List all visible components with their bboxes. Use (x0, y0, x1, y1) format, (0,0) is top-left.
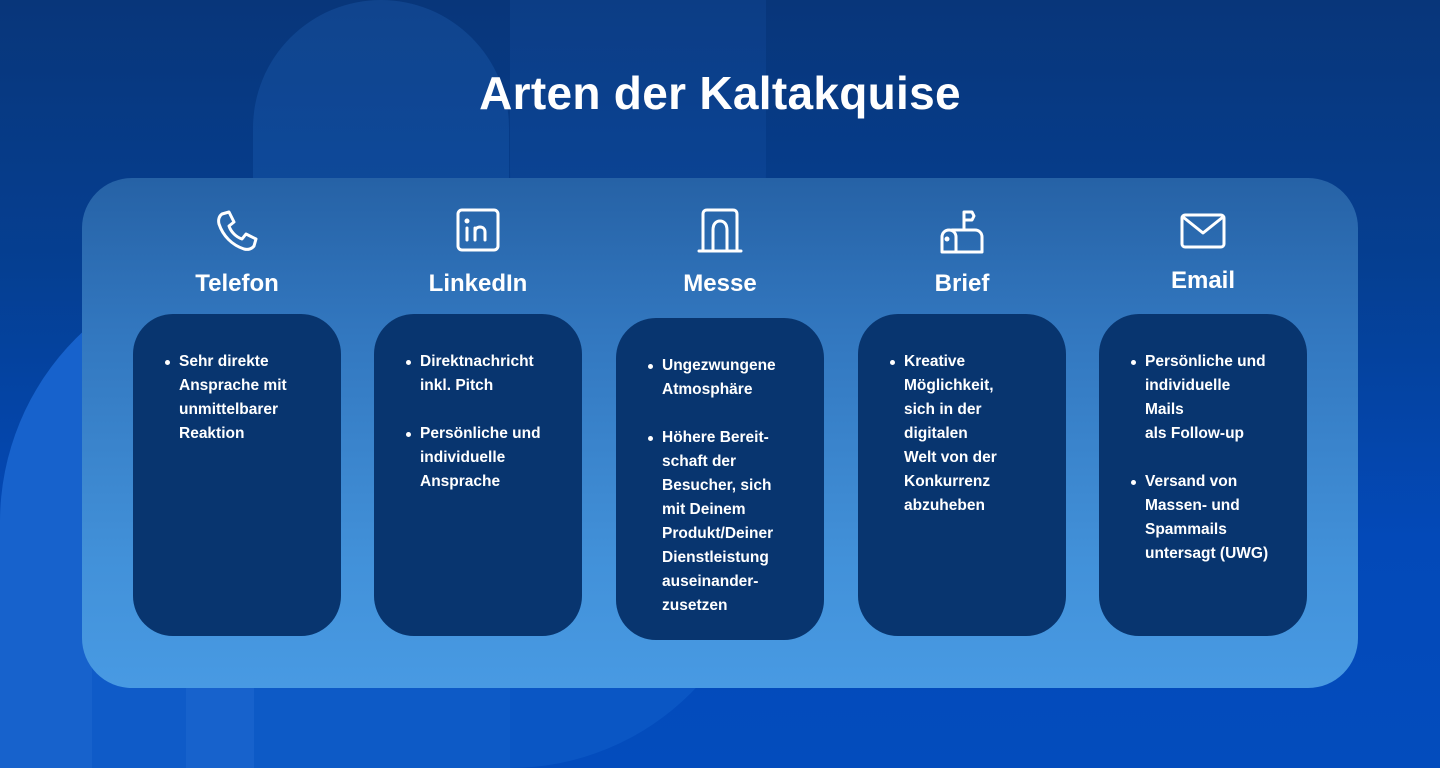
column-title: Messe (683, 270, 757, 297)
page-title: Arten der Kaltakquise (479, 67, 961, 119)
list-item: Sehr direkte Ansprache mit unmittelbarer… (163, 350, 327, 446)
list-item: Versand von Massen- und Spammails unters… (1129, 470, 1293, 566)
envelope-icon (1178, 206, 1228, 256)
info-card: Persönliche und individuelle Mails als F… (1099, 314, 1307, 636)
column-email: Email Persönliche und individuelle Mails… (1099, 178, 1307, 688)
column-title: LinkedIn (428, 270, 528, 297)
column-title: Telefon (195, 270, 279, 297)
column-linkedin: LinkedIn Direktnachricht inkl. Pitch Per… (374, 178, 582, 688)
column-title: Email (1170, 267, 1236, 294)
list-item: Persönliche und individuelle Ansprache (404, 422, 568, 494)
list-item: Persönliche und individuelle Mails als F… (1129, 350, 1293, 446)
mailbox-icon (937, 206, 987, 256)
info-card: Direktnachricht inkl. Pitch Persönliche … (374, 314, 582, 636)
column-telefon: Telefon Sehr direkte Ansprache mit unmit… (133, 178, 341, 688)
info-card: Ungezwungene Atmosphäre Höhere Bereit- s… (616, 318, 824, 640)
list-item: Direktnachricht inkl. Pitch (404, 350, 568, 398)
list-item: Höhere Bereit- schaft der Besucher, sich… (646, 426, 810, 618)
methods-panel: Telefon Sehr direkte Ansprache mit unmit… (82, 178, 1358, 688)
linkedin-icon (453, 206, 503, 256)
column-messe: Messe Ungezwungene Atmosphäre Höhere Ber… (616, 178, 824, 688)
phone-icon (212, 206, 262, 256)
info-card: Sehr direkte Ansprache mit unmittelbarer… (133, 314, 341, 636)
archway-icon (695, 206, 745, 256)
list-item: Ungezwungene Atmosphäre (646, 354, 810, 402)
info-card: Kreative Möglichkeit, sich in der digita… (858, 314, 1066, 636)
column-brief: Brief Kreative Möglichkeit, sich in der … (858, 178, 1066, 688)
list-item: Kreative Möglichkeit, sich in der digita… (888, 350, 1052, 518)
column-title: Brief (934, 270, 990, 297)
